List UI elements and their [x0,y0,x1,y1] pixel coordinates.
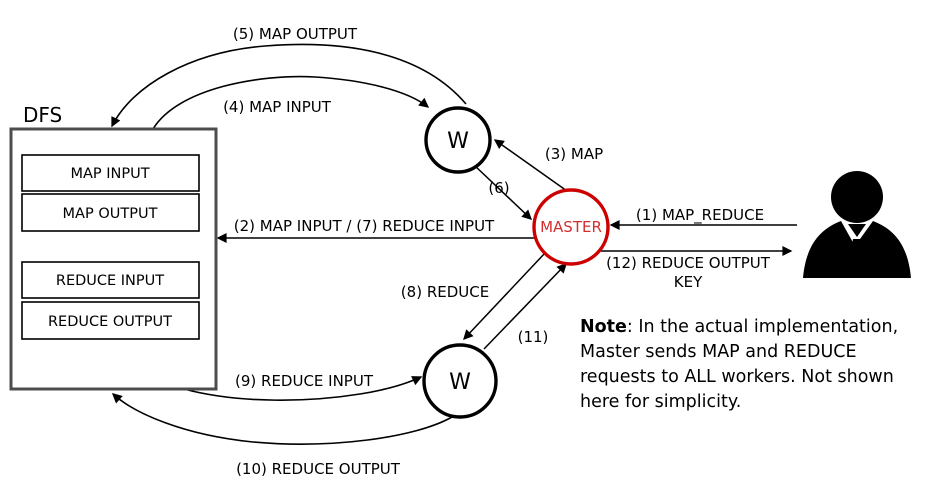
note-line-3: requests to ALL workers. Not shown [580,367,894,387]
label-1-map-reduce: (1) MAP_REDUCE [636,206,764,225]
note-text: Note: In the actual implementation, Mast… [580,317,898,412]
master-node [532,188,610,266]
dfs-item-reduce-output-box [21,301,200,340]
dfs-title: DFS [23,103,62,127]
arrow-11 [483,262,567,350]
user-icon [803,171,911,278]
user-head [831,171,883,223]
dfs-item-map-output-label: MAP OUTPUT [63,206,158,222]
label-2-7-map-reduce-input: (2) MAP INPUT / (7) REDUCE INPUT [234,217,495,235]
label-12-key: KEY [674,273,703,291]
user-tie-tail [851,239,863,251]
arrow-6 [473,164,533,220]
dfs-item-map-input-box [21,154,200,192]
label-9-reduce-input: (9) REDUCE INPUT [235,372,374,390]
arrow-4-map-input [152,75,430,130]
label-5-map-output: (5) MAP OUTPUT [233,25,358,43]
label-6: (6) [488,179,509,197]
arrow-5-map-output [111,43,467,128]
label-12-reduce-output: (12) REDUCE OUTPUT [606,254,771,272]
note-line-2: Master sends MAP and REDUCE [580,342,857,362]
label-4-map-input: (4) MAP INPUT [223,98,332,116]
arrow-8-reduce [463,252,546,341]
user-tie-knot [848,224,866,237]
dfs-item-map-output-box [21,193,200,232]
label-10-reduce-output: (10) REDUCE OUTPUT [236,460,401,478]
note-line-4: here for simplicity. [580,392,741,412]
label-11: (11) [518,328,549,346]
worker-top-node [424,106,492,174]
arrow-10-reduce-output [111,393,453,445]
worker-top-label: W [447,129,469,154]
master-label: MASTER [540,218,602,236]
dfs-item-map-input-label: MAP INPUT [70,166,149,182]
worker-bottom-node [422,343,498,419]
dfs-item-reduce-input-box [21,261,200,299]
label-8-reduce: (8) REDUCE [401,283,489,301]
note-bold-prefix: Note [580,317,627,337]
arrow-3-map [493,139,568,192]
note-line-1-rest: : In the actual implementation, [627,317,898,337]
note-line-1: Note: In the actual implementation, [580,317,898,337]
arrow-9-reduce-input [183,376,423,401]
worker-bottom-label: W [449,370,471,395]
dfs-item-reduce-output-label: REDUCE OUTPUT [48,314,172,330]
dfs-item-reduce-input-label: REDUCE INPUT [56,273,164,289]
label-3-map: (3) MAP [545,145,603,163]
